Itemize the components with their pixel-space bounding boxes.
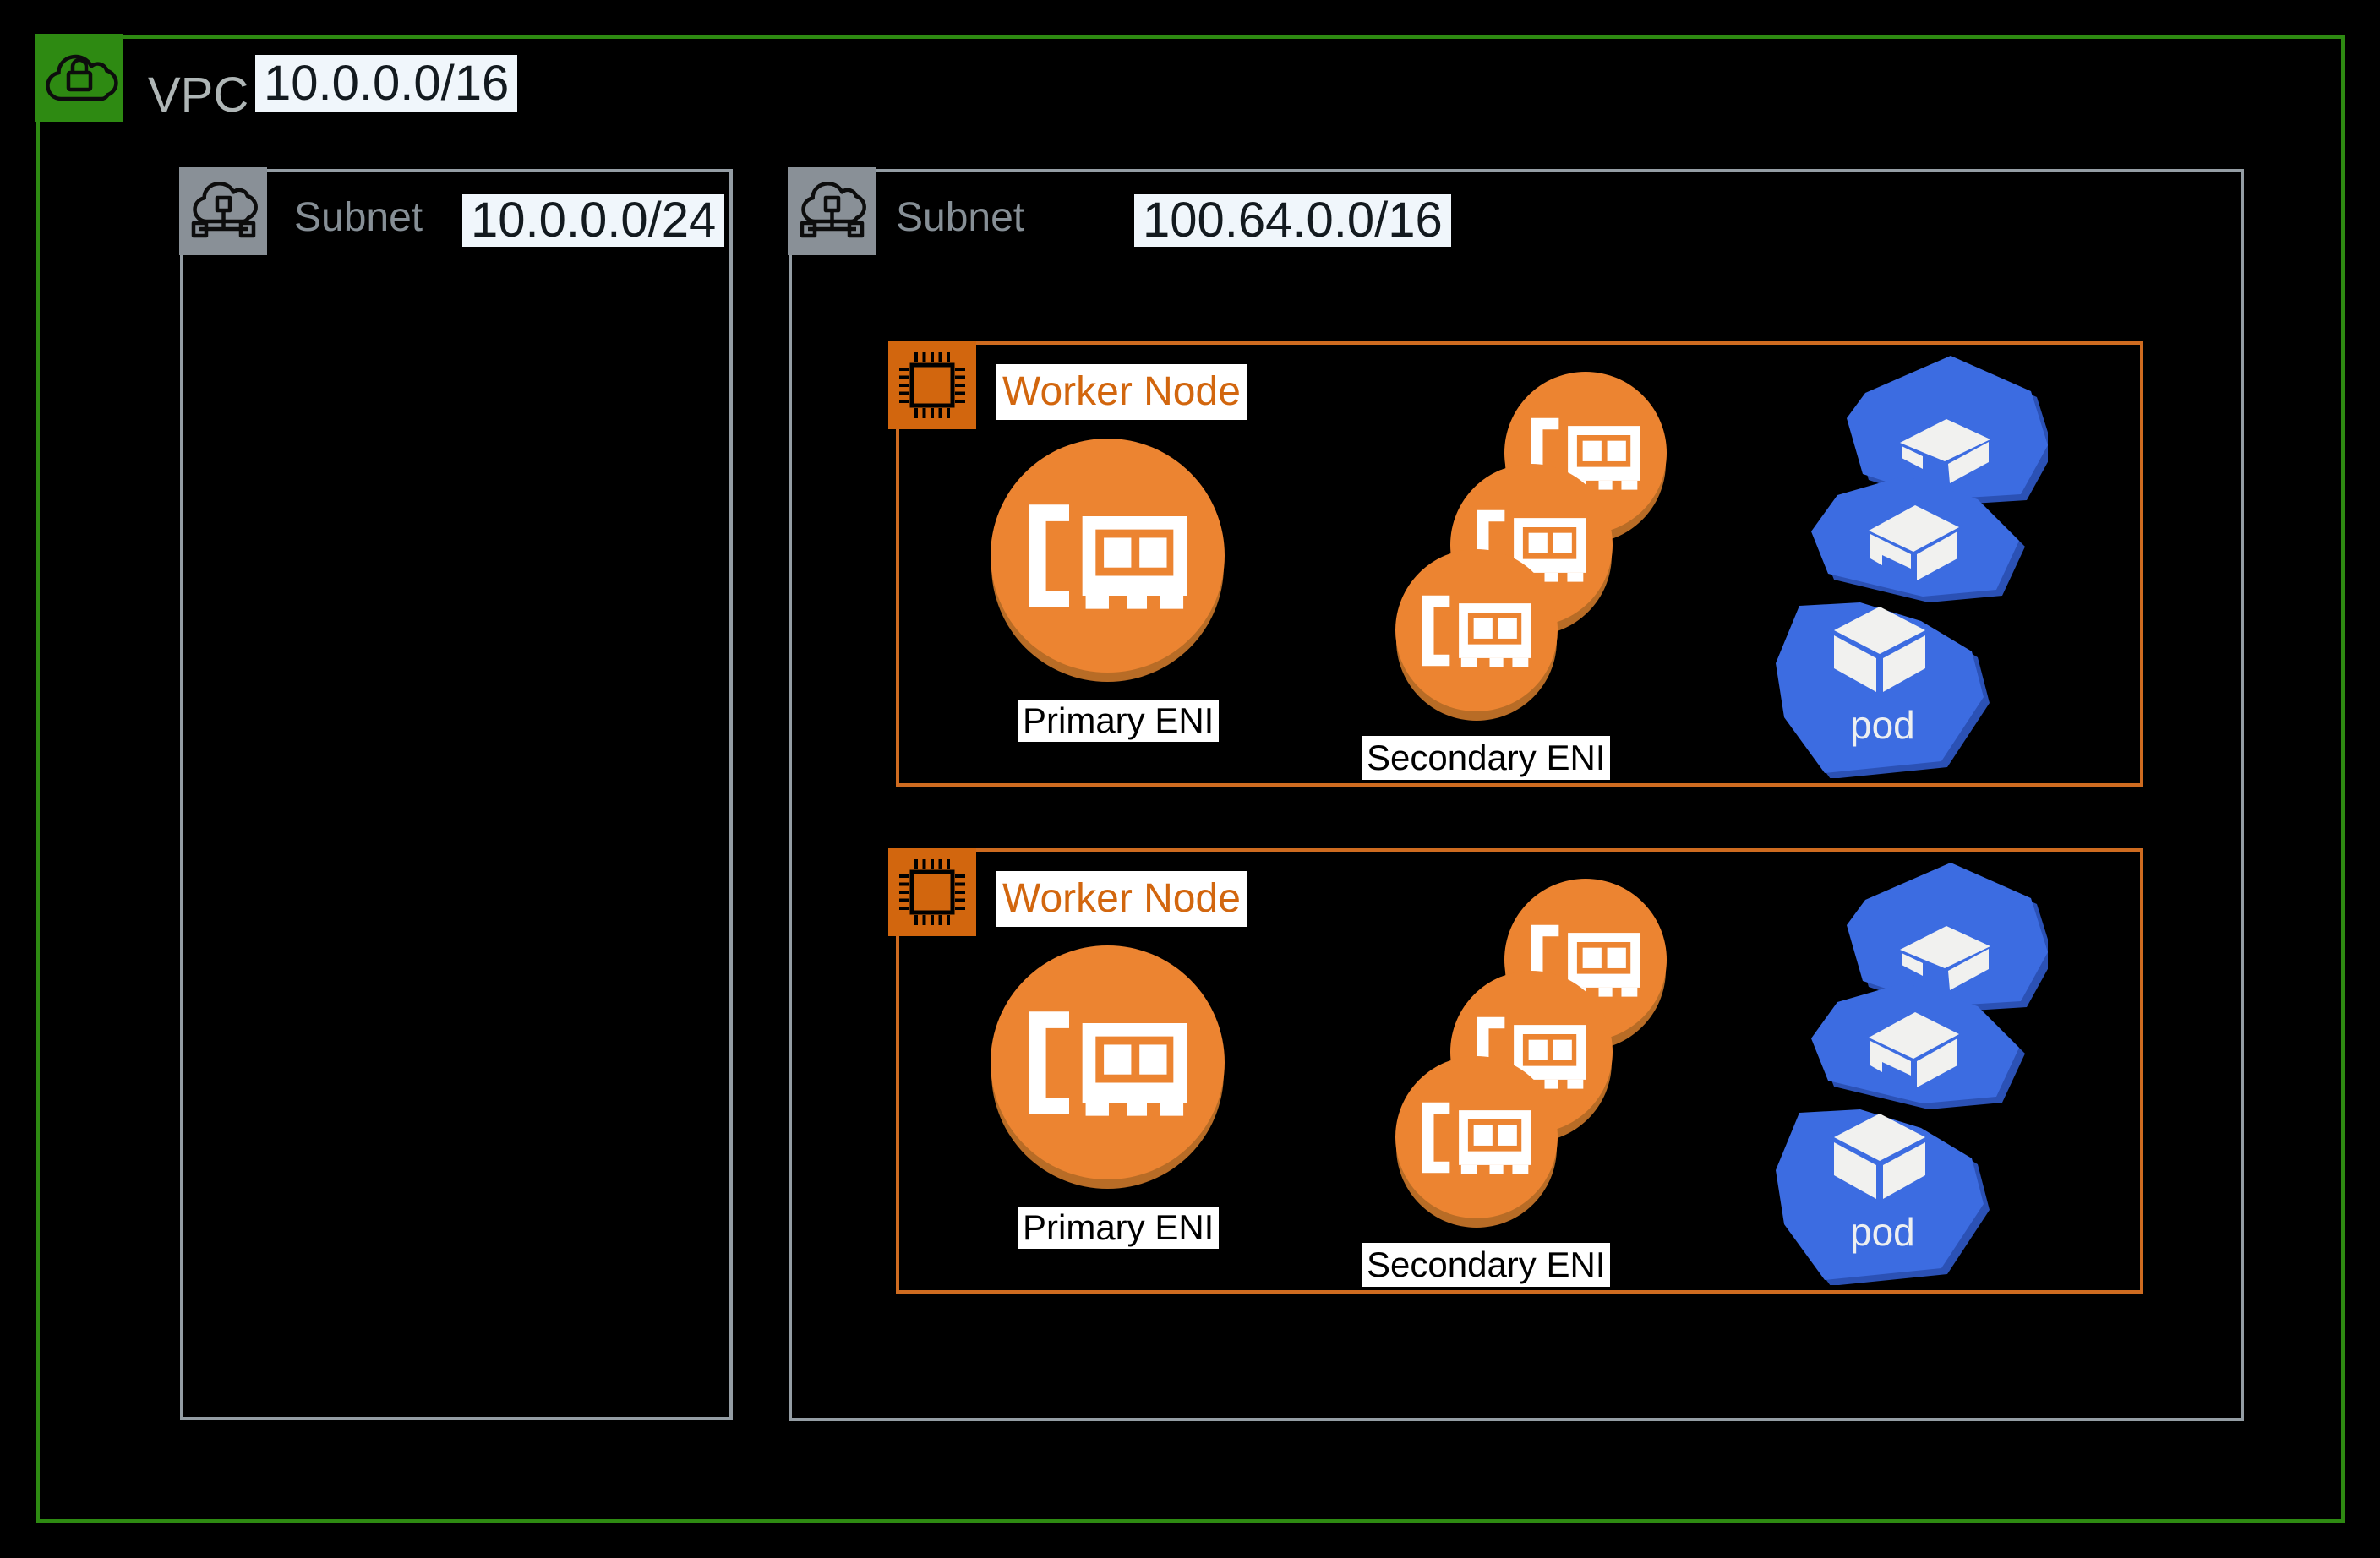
secondary-eni-label: Secondary ENI: [1362, 736, 1611, 780]
vpc-label: VPC: [148, 68, 249, 123]
subnet-1-cidr: 10.0.0.0/24: [462, 194, 725, 247]
worker-node-2-title: Worker Node: [996, 871, 1247, 927]
vpc-cidr: 10.0.0.0/16: [255, 55, 518, 112]
worker-node-1: Worker Node Primary ENI Secondary ENI: [888, 341, 2143, 787]
subnet-icon: [788, 167, 876, 255]
secondary-eni-icon: [1395, 549, 1558, 711]
cpu-chip-icon: [888, 848, 976, 936]
subnet-icon: [179, 167, 267, 255]
primary-eni-label: Primary ENI: [1018, 1207, 1220, 1249]
secondary-eni-icon: [1395, 1056, 1558, 1218]
primary-eni-icon: [991, 945, 1225, 1179]
secondary-eni-label: Secondary ENI: [1362, 1243, 1611, 1287]
subnet-2-container: Subnet 100.64.0.0/16 Worker Node Primary…: [788, 167, 2244, 1421]
cpu-chip-icon: [888, 341, 976, 429]
vpc-cloud-lock-icon: [35, 34, 123, 122]
subnet-2-cidr: 100.64.0.0/16: [1134, 194, 1451, 247]
subnet-2-label: Subnet: [896, 195, 1025, 240]
pod-label: pod: [1850, 1210, 1915, 1254]
pod-group: pod: [1776, 863, 2048, 1285]
worker-node-2: Worker Node Primary ENI Secondary ENI: [888, 848, 2143, 1294]
primary-eni-label: Primary ENI: [1018, 700, 1220, 742]
pod-group: pod: [1776, 356, 2048, 778]
subnet-1-container: Subnet 10.0.0.0/24: [179, 167, 733, 1420]
subnet-1-label: Subnet: [294, 195, 423, 240]
pod-label: pod: [1850, 703, 1915, 747]
primary-eni-icon: [991, 439, 1225, 673]
worker-node-1-title: Worker Node: [996, 364, 1247, 420]
vpc-container: VPC 10.0.0.0/16 Subnet 10.0.0.0/24 Subne…: [35, 34, 2345, 1523]
